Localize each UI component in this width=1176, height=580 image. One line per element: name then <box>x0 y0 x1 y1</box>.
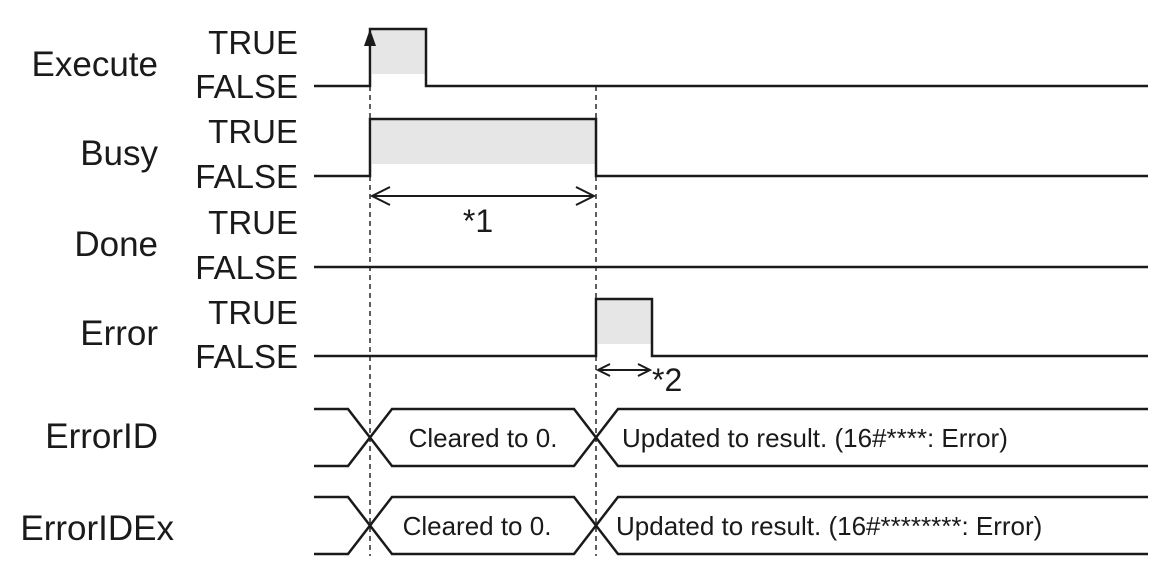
signal-name-error: Error <box>80 314 158 353</box>
execute-rising-edge-arrow <box>364 29 376 46</box>
done-false-label: FALSE <box>195 249 298 286</box>
error-true-label: TRUE <box>208 294 298 331</box>
error-active-shade <box>598 299 652 344</box>
busy-active-shade <box>372 119 596 164</box>
busy-span-note: *1 <box>463 203 493 239</box>
busy-duration-arrow <box>369 186 597 206</box>
error-waveform <box>314 297 1148 358</box>
errorid-updated-text: Updated to result. (16#****: Error) <box>622 423 1008 453</box>
errorid-cleared-text: Cleared to 0. <box>409 423 558 453</box>
erroridex-bus <box>314 495 1148 556</box>
bus-name-erroridex: ErrorIDEx <box>20 509 174 548</box>
erroridex-updated-text: Updated to result. (16#********: Error) <box>616 511 1042 541</box>
execute-false-label: FALSE <box>195 68 298 105</box>
busy-waveform <box>314 117 1148 178</box>
signal-name-execute: Execute <box>32 45 158 84</box>
signal-name-busy: Busy <box>80 134 158 173</box>
bus-name-errorid: ErrorID <box>45 417 158 456</box>
execute-true-label: TRUE <box>208 24 298 61</box>
execute-active-shade <box>372 30 426 74</box>
error-span-note: *2 <box>652 362 682 398</box>
busy-true-label: TRUE <box>208 113 298 150</box>
errorid-bus <box>314 407 1148 468</box>
done-true-label: TRUE <box>208 204 298 241</box>
error-duration-arrow <box>595 363 653 377</box>
signal-name-done: Done <box>74 225 158 264</box>
execute-waveform <box>314 27 1148 88</box>
error-false-label: FALSE <box>195 338 298 375</box>
busy-false-label: FALSE <box>195 158 298 195</box>
erroridex-cleared-text: Cleared to 0. <box>403 511 552 541</box>
